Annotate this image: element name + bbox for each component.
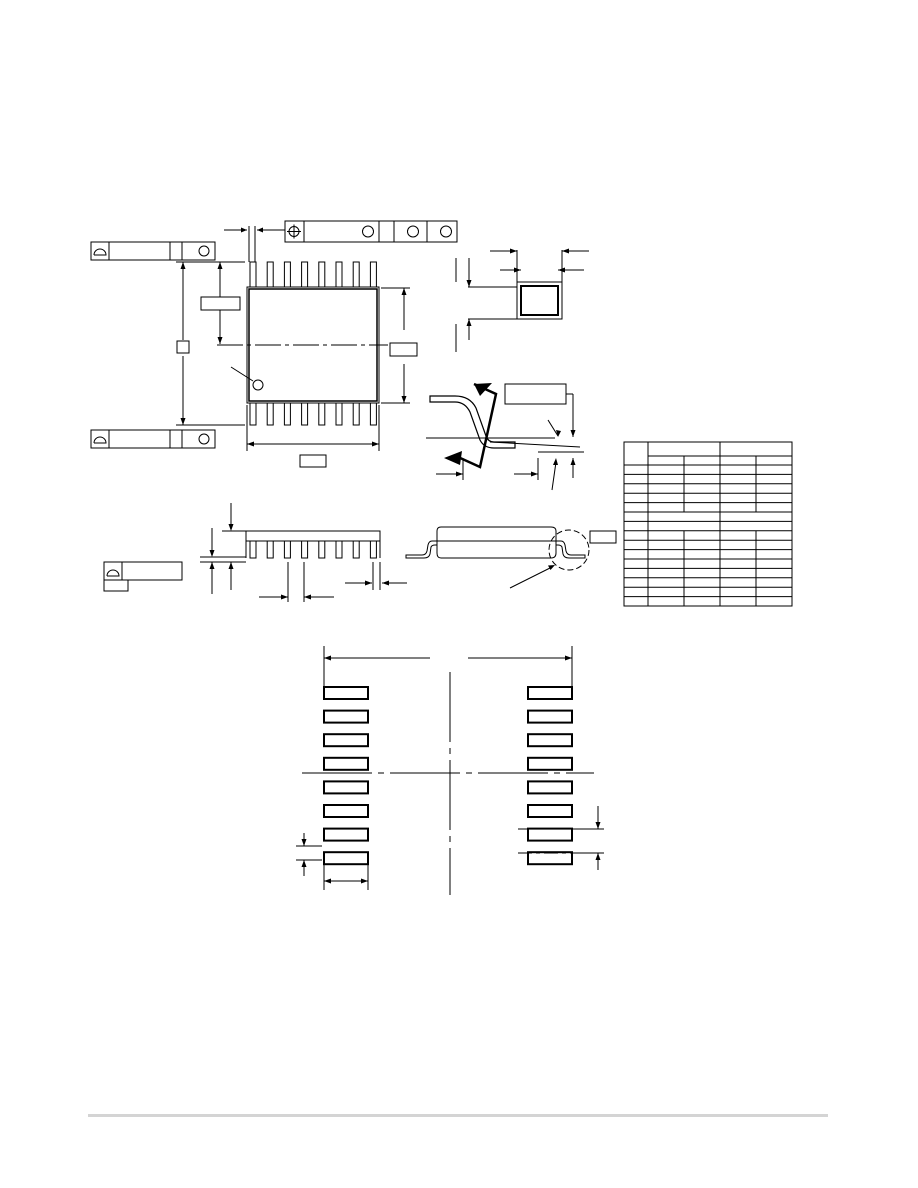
footprint-pad-right-7 [527,827,573,842]
footprint-pad-left-2 [323,709,369,724]
side-lead-6 [335,540,343,559]
table-border [623,441,793,607]
side-lead-5 [318,540,326,559]
lead-top-6 [335,261,343,288]
footer-rule [88,1114,828,1117]
gauge-plane-detail [426,382,584,491]
lead-bottom-2 [266,402,274,426]
side-lead-7 [352,540,360,559]
lead-top-8 [369,261,377,288]
lead-bottom-8 [369,402,377,426]
lead-bottom-1 [249,402,257,426]
lead-top-4 [301,261,309,288]
lead-bottom-6 [335,402,343,426]
mmc-circle-icon [362,225,374,238]
leads-top [249,261,377,288]
dimension-table [623,441,793,607]
profile-tolerance-frame-upper [90,241,216,261]
lead-bottom-5 [318,402,326,426]
lead-bottom-7 [352,402,360,426]
lead-bottom-3 [283,402,291,426]
dimension-box [200,296,241,311]
footprint-pad-right-3 [527,733,573,748]
recommended-footprint [296,646,604,895]
footprint-pad-left-5 [323,780,369,795]
mmc-circle-icon [440,225,452,238]
footprint-pad-left-1 [323,686,369,700]
dimension-box [299,454,327,468]
flatness-tolerance-frame [103,561,183,592]
side-lead-2 [266,540,274,559]
top-view [90,220,458,468]
profile-surface-icon [93,436,107,444]
end-view [405,526,617,589]
footprint-pad-right-4 [527,756,573,771]
profile-surface-icon [93,248,107,256]
footprint-pad-left-3 [323,733,369,748]
dimension-box [389,342,418,357]
lead-bottom-4 [301,402,309,426]
footprint-pads-left [323,686,369,866]
side-lead-8 [369,540,377,559]
side-view-leads [249,540,377,559]
footprint-pad-left-6 [323,804,369,818]
footprint-pad-right-8 [527,851,573,866]
footprint-pad-left-8 [323,851,369,866]
footprint-pad-left-4 [323,756,369,771]
lead-top-3 [283,261,291,288]
leads-bottom [249,402,377,426]
datum-box [176,340,190,354]
lead-section-detail [455,248,589,352]
side-lead-4 [301,540,309,559]
profile-surface-icon [106,569,120,577]
footprint-pad-right-5 [527,780,573,795]
mmc-circle-icon [407,225,419,238]
side-view [103,503,407,602]
position-symbol-icon [287,224,301,239]
pin1-indicator-icon [252,379,264,391]
footprint-pad-right-2 [527,709,573,724]
lead-top-1 [249,261,257,288]
lead-top-2 [266,261,274,288]
lead-top-5 [318,261,326,288]
mmc-circle-icon [198,433,210,445]
footprint-pad-left-7 [323,827,369,842]
position-tolerance-frame-top [284,220,458,243]
profile-tolerance-frame-lower [90,429,216,449]
footprint-pad-right-1 [527,686,573,700]
footprint-pads-right [527,686,573,866]
footprint-pad-right-6 [527,804,573,818]
side-lead-1 [249,540,257,559]
dimension-box [504,383,567,405]
side-lead-3 [283,540,291,559]
detail-label-box [589,530,617,544]
mmc-circle-icon [198,245,210,257]
lead-top-7 [352,261,360,288]
